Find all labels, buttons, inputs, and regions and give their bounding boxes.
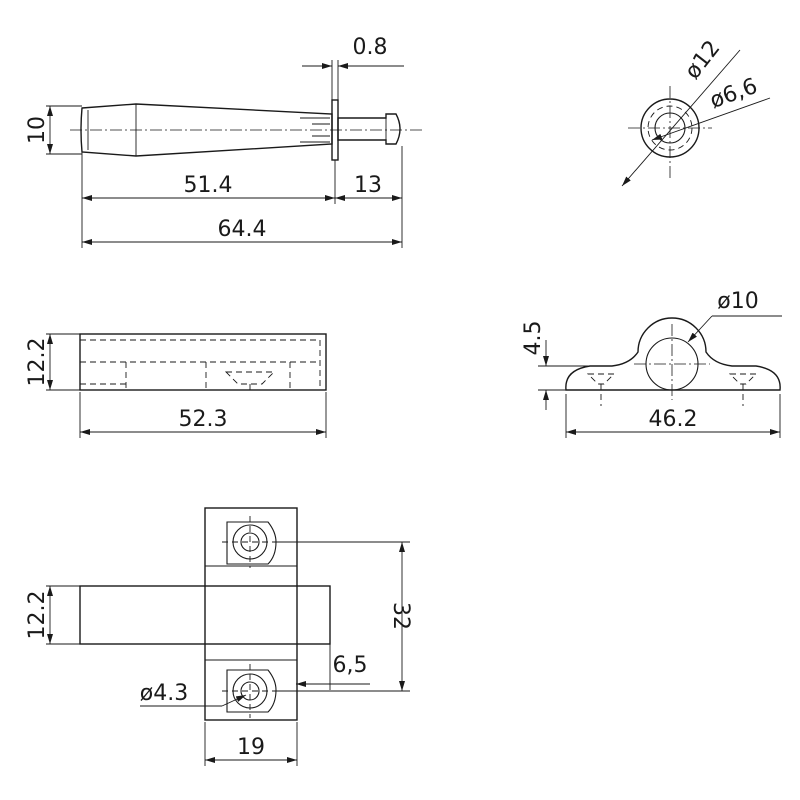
end-view: ø12 ø6,6 xyxy=(621,36,771,187)
holder-side-view: 12.2 52.3 xyxy=(25,333,327,438)
dim-holder-length: 52.3 xyxy=(179,407,228,432)
mount-plan-view: 12.2 32 6,5 ø4.3 19 xyxy=(25,507,413,766)
dim-tip-length: 13 xyxy=(354,173,382,198)
dim-total-length: 64.4 xyxy=(218,217,267,242)
dim-holder-width: 46.2 xyxy=(649,407,698,432)
dim-offset: 6,5 xyxy=(333,653,368,678)
holder-front-view: ø10 4.5 46.2 xyxy=(521,289,782,438)
side-view: 10 0.8 51.4 13 64.4 xyxy=(25,35,422,248)
dim-tube-diameter: ø10 xyxy=(717,289,758,314)
dim-flange-thickness: 0.8 xyxy=(353,35,388,60)
dim-holder-height: 12.2 xyxy=(25,338,50,387)
dim-hole-diameter: ø4.3 xyxy=(140,681,188,706)
dim-side-height: 10 xyxy=(25,116,50,144)
dim-hole-spacing: 32 xyxy=(388,602,413,630)
dim-plate-width: 19 xyxy=(237,735,265,760)
dim-body-length: 51.4 xyxy=(184,173,233,198)
dim-inner-diameter: ø6,6 xyxy=(707,74,761,114)
dim-bar-height: 12.2 xyxy=(25,591,50,640)
dim-outer-diameter: ø12 xyxy=(680,36,725,84)
dim-base-height: 4.5 xyxy=(521,321,546,356)
